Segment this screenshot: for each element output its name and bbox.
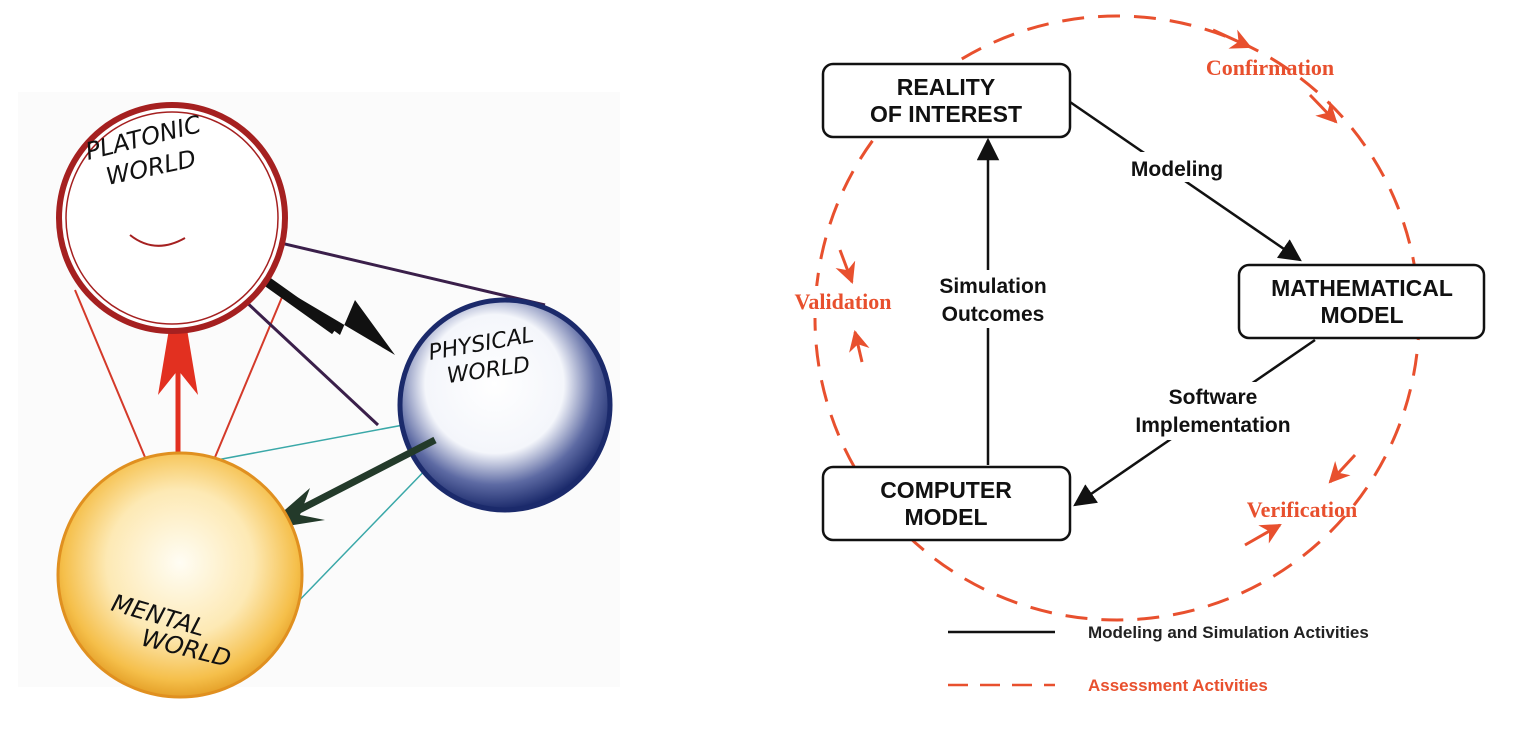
confirmation-arrow	[1212, 28, 1252, 49]
modeling-label: Modeling	[1131, 158, 1223, 181]
computer-model-box: COMPUTER MODEL	[821, 465, 1072, 542]
platonic-world: PLATONIC WORLD	[56, 102, 288, 334]
reality-line1: REALITY	[897, 74, 995, 100]
verification-label: Verification	[1247, 497, 1357, 522]
simulation-label-line1: Simulation	[939, 275, 1046, 298]
reality-line2: OF INTEREST	[870, 101, 1022, 127]
mathematical-model-box: MATHEMATICAL MODEL	[1237, 263, 1486, 340]
modeling-simulation-diagram: REALITY OF INTEREST MATHEMATICAL MODEL C…	[778, 14, 1486, 695]
mental-world: MENTAL WORLD	[56, 451, 304, 699]
simulation-label-line2: Outcomes	[942, 303, 1045, 326]
legend-assessment-label: Assessment Activities	[1088, 676, 1268, 695]
reality-of-interest-box: REALITY OF INTEREST	[821, 62, 1072, 139]
mental-cone	[189, 419, 436, 611]
math-model-line2: MODEL	[1320, 302, 1403, 328]
software-label-line1: Software	[1169, 386, 1258, 409]
legend: Modeling and Simulation Activities Asses…	[948, 623, 1369, 695]
validation-arrow	[835, 249, 856, 284]
confirmation-return-arrow	[1308, 93, 1338, 124]
computer-model-line2: MODEL	[904, 504, 987, 530]
legend-activities-label: Modeling and Simulation Activities	[1088, 623, 1369, 642]
physical-world: PHYSICAL WORLD	[397, 297, 613, 513]
physical-cone-bottom	[226, 283, 380, 427]
validation-return-arrow	[849, 329, 870, 363]
verification-arrow	[1328, 453, 1357, 484]
validation-label: Validation	[794, 289, 891, 314]
computer-model-line1: COMPUTER	[880, 477, 1012, 503]
math-model-line1: MATHEMATICAL	[1271, 275, 1453, 301]
confirmation-label: Confirmation	[1206, 55, 1334, 80]
verification-return-arrow	[1244, 523, 1282, 547]
software-label-line2: Implementation	[1135, 414, 1290, 437]
three-worlds-illustration: PLATONIC WORLD PHYSICAL WORLD MENTAL WOR…	[18, 92, 620, 699]
